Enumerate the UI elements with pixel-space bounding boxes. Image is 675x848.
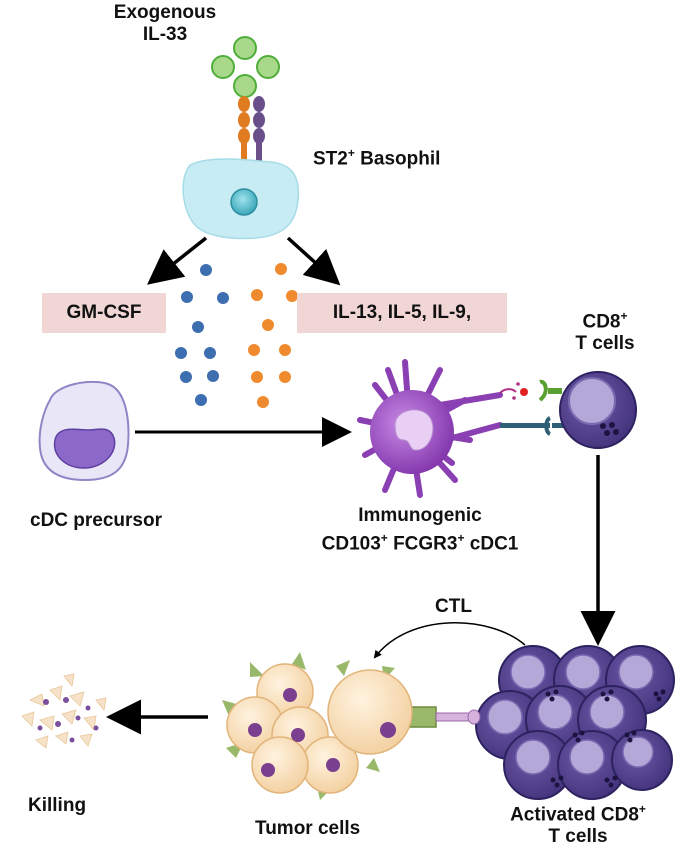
cdc-precursor-cell [38,380,130,482]
label-gmcsf: GM-CSF [66,302,142,323]
cytokines-orange [248,263,298,408]
basophil-cell [182,158,300,240]
killed-cell-debris [21,673,107,749]
label-cdc1: Immunogenic CD103+ FCGR3+ cDC1 [321,505,519,555]
activated-t-cell-cluster [475,645,675,800]
label-ctl: CTL [435,596,472,617]
gmcsf-box: GM-CSF [42,293,166,333]
st2-receptor [238,96,265,165]
label-activated-cd8: Activated CD8+ T cells [510,802,646,848]
ctl-arrow [373,622,526,659]
label-interleukins: IL-13, IL-5, IL-9, [332,302,472,323]
cytokines-blue [175,264,229,406]
label-killing: Killing [28,795,87,816]
label-basophil: ST2+ Basophil [313,146,441,170]
tcr-mhc-interaction [500,379,564,436]
arrow-to-interleukins [286,236,341,286]
il33-molecules [211,36,280,98]
cdc1-dendritic-cell [357,359,528,498]
label-cd8-t-cells: CD8+ T cells [575,309,635,355]
label-exogenous: Exogenous IL-33 [113,2,217,45]
label-tumor-cells: Tumor cells [255,818,361,839]
interleukins-box: IL-13, IL-5, IL-9, [297,293,507,333]
cd8-t-cell [559,371,637,449]
label-cdc-precursor: cDC precursor [30,510,162,531]
arrow-to-gmcsf [147,236,208,285]
tumor-cell-cluster [222,652,413,800]
tumor-tcell-synapse [409,706,481,728]
